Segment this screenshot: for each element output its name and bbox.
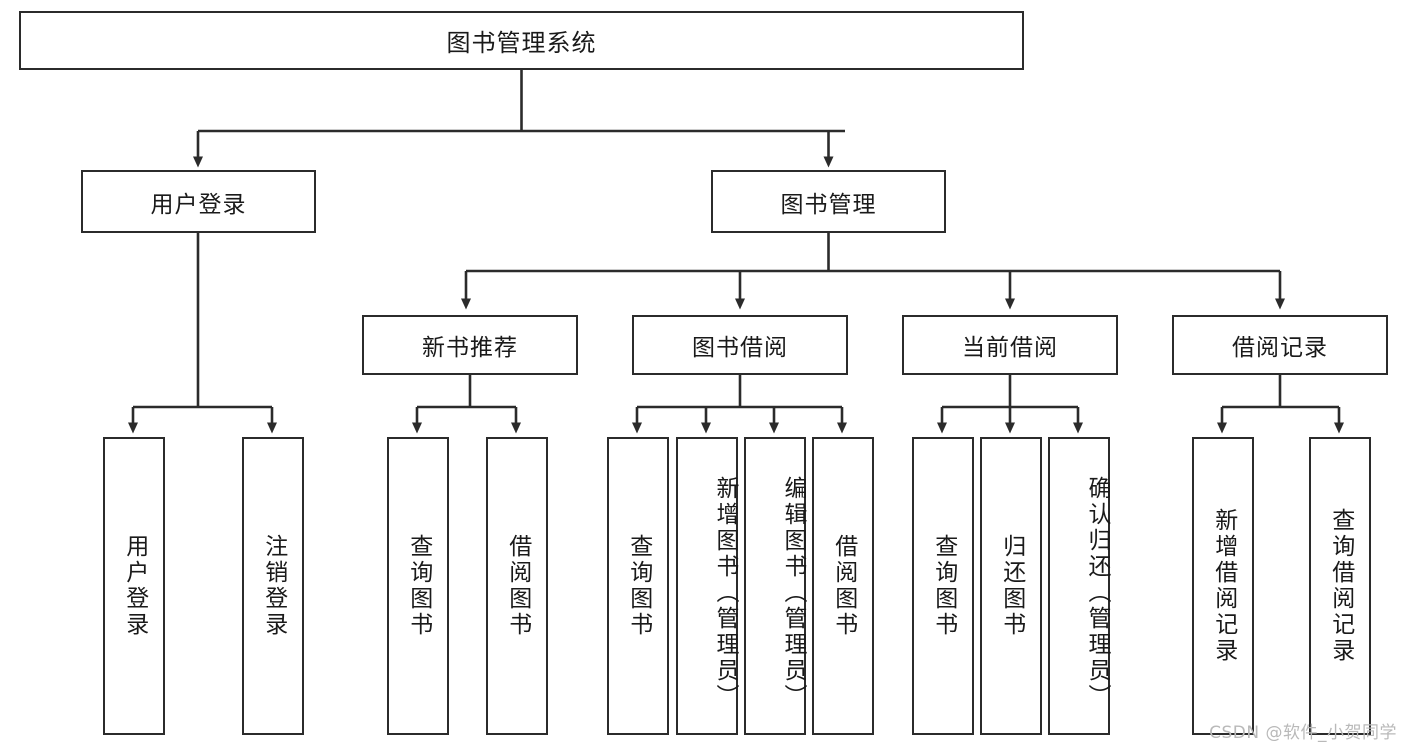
leaf-add-borrow-record[interactable]: 新增借阅记录 [1192,437,1254,735]
leaf-logout[interactable]: 注销登录 [242,437,304,735]
node-user-login[interactable]: 用户登录 [81,170,316,233]
leaf-user-login[interactable]: 用户登录 [103,437,165,735]
leaf-borrow-book[interactable]: 借阅图书 [812,437,874,735]
leaf-query-book-borrow[interactable]: 查询图书 [607,437,669,735]
leaf-query-borrow-record[interactable]: 查询借阅记录 [1309,437,1371,735]
node-current-borrow[interactable]: 当前借阅 [902,315,1118,375]
node-book-management[interactable]: 图书管理 [711,170,946,233]
node-new-book-recommend[interactable]: 新书推荐 [362,315,578,375]
leaf-query-book-recommend[interactable]: 查询图书 [387,437,449,735]
node-root-system[interactable]: 图书管理系统 [19,11,1024,70]
leaf-query-book-current[interactable]: 查询图书 [912,437,974,735]
leaf-borrow-book-recommend[interactable]: 借阅图书 [486,437,548,735]
node-book-borrow[interactable]: 图书借阅 [632,315,848,375]
leaf-return-book[interactable]: 归还图书 [980,437,1042,735]
leaf-edit-book-admin[interactable]: 编辑图书（管理员） [744,437,806,735]
watermark: CSDN @软件_小贺同学 [1209,723,1397,743]
leaf-add-book-admin[interactable]: 新增图书（管理员） [676,437,738,735]
leaf-confirm-return-admin[interactable]: 确认归还（管理员） [1048,437,1110,735]
node-borrow-record[interactable]: 借阅记录 [1172,315,1388,375]
